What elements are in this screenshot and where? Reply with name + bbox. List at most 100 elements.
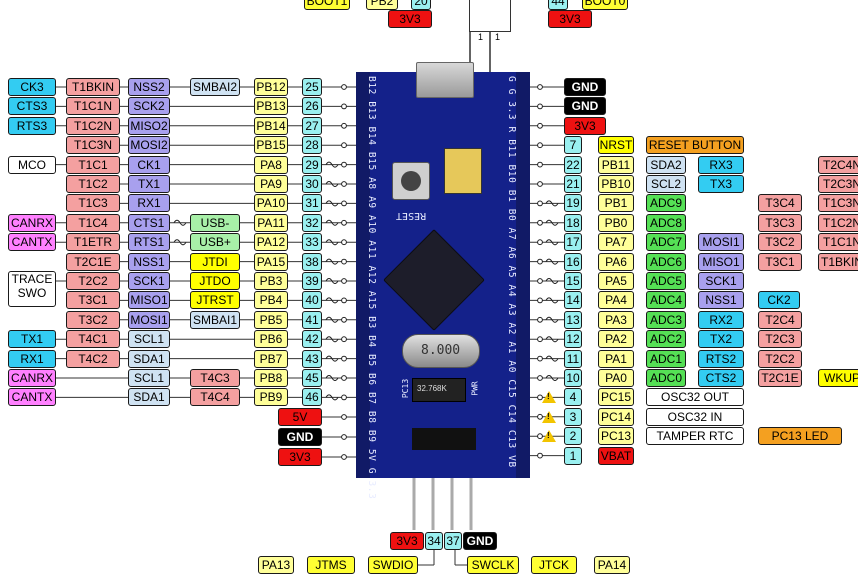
left-row-5-col-4: PA9 (254, 175, 288, 193)
right-row-4-col-2: SDA2 (646, 155, 686, 174)
right-row-11-col-3: NSS1 (698, 291, 744, 310)
swdio-label: SWDIO (368, 556, 418, 574)
warning-mark: ! (547, 411, 550, 421)
right-row-6-col-2: ADC9 (646, 194, 686, 213)
left-row-2-col-4: PB14 (254, 116, 288, 135)
swclk-label: SWCLK (467, 556, 519, 574)
left-row-0-dot (341, 84, 347, 90)
mcu-chip (383, 229, 485, 331)
left-row-13-col-4: PB6 (254, 330, 288, 349)
right-row-10-dot (537, 278, 543, 284)
left-row-14-col-4: PB7 (254, 349, 288, 368)
left-row-15-ft-squiggle (325, 375, 339, 381)
right-row-3-col-2: RESET BUTTON (646, 136, 744, 155)
left-row-13-col-5: 42 (302, 330, 322, 349)
left-row-11-col-5: 40 (302, 291, 322, 310)
left-row-10-col-2: SCK1 (128, 272, 170, 290)
right-row-18-col-1: PC13 (598, 427, 634, 446)
right-row-15-dot (537, 375, 543, 381)
left-row-8-col-4: PA12 (254, 233, 288, 252)
left-row-8-col-1: T1ETR (66, 233, 120, 252)
left-row-13-dot (341, 336, 347, 343)
left-row-10-col-0: TRACE SWO (8, 271, 56, 307)
left-row-3-col-2: MOSI2 (128, 136, 170, 155)
warning-icon: ! (542, 430, 556, 443)
right-row-5-col-2: SCL2 (646, 175, 686, 193)
left-row-9-col-4: PA15 (254, 252, 288, 271)
right-row-7-col-6: T1C2N (818, 213, 858, 232)
right-row-17-col-2: OSC32 IN (646, 407, 744, 426)
left-row-4-col-1: T1C1 (66, 155, 120, 174)
right-row-4-dot (537, 161, 543, 168)
left-power-gnd-1: GND (278, 428, 322, 446)
left-row-7-col-4: PA11 (254, 213, 288, 232)
top-right-3v3: 3V3 (548, 10, 592, 28)
right-row-12-ft-squiggle (545, 316, 559, 323)
right-row-18-col-2: TAMPER RTC (646, 427, 744, 446)
left-row-14-col-1: T4C2 (66, 349, 120, 368)
right-row-11-ft-squiggle (545, 297, 559, 304)
left-row-16-col-5: 46 (302, 388, 322, 407)
right-row-9-col-0: 16 (564, 252, 582, 271)
right-row-13-ft-squiggle (545, 336, 559, 343)
left-row-7-col-1: T1C4 (66, 213, 120, 232)
left-row-3-col-5: 28 (302, 136, 322, 155)
right-row-7-col-5: T3C3 (758, 213, 802, 232)
left-row-4-col-4: PA8 (254, 155, 288, 174)
boot-jumper-switch[interactable] (444, 148, 482, 194)
right-row-7-col-1: PB0 (598, 213, 634, 232)
left-row-14-dot (341, 355, 347, 362)
right-row-8-col-3: MOSI1 (698, 233, 744, 252)
right-row-5-col-0: 21 (564, 175, 582, 193)
reset-button[interactable] (392, 162, 430, 200)
right-row-13-col-2: ADC2 (646, 330, 686, 349)
left-row-5-col-5: 30 (302, 175, 322, 193)
left-row-14-col-2: SDA1 (128, 349, 170, 368)
right-row-8-col-0: 17 (564, 233, 582, 252)
right-row-16-col-1: PC15 (598, 388, 634, 407)
warning-icon: ! (542, 410, 556, 423)
left-row-4-col-5: 29 (302, 155, 322, 174)
left-row-4-ft-squiggle (325, 161, 339, 168)
right-row-12-col-2: ADC3 (646, 310, 686, 329)
right-row-3-col-1: NRST (598, 136, 634, 155)
right-row-6-col-1: PB1 (598, 194, 634, 213)
right-row-3-col-0: 7 (564, 136, 582, 155)
pwr-silk-label: PWR (470, 381, 480, 396)
right-row-7-col-0: 18 (564, 213, 582, 232)
right-row-6-col-5: T3C4 (758, 194, 802, 213)
left-row-0-col-3: SMBAI2 (190, 78, 240, 96)
reset-button-cap (401, 171, 421, 191)
right-row-9-col-6: T1BKIN (818, 252, 858, 271)
left-row-2-col-0: RTS3 (8, 116, 56, 135)
right-row-19-dot (537, 452, 543, 459)
right-row-6-ft-squiggle (545, 200, 559, 207)
left-row-6-dot (341, 200, 347, 207)
rtc-crystal: 32.768K (412, 378, 466, 402)
crystal-oscillator: 8.000 (402, 334, 480, 368)
left-row-4-dot (341, 161, 347, 168)
left-row-5-col-1: T1C2 (66, 175, 120, 193)
left-row-5-col-2: TX1 (128, 175, 170, 193)
left-row-12-ft-squiggle (325, 316, 339, 323)
right-row-8-col-2: ADC7 (646, 233, 686, 252)
pb2-label: PB2 (366, 0, 398, 10)
left-row-6-col-5: 31 (302, 194, 322, 213)
right-pin-strip (516, 72, 530, 478)
right-row-17-col-1: PC14 (598, 407, 634, 426)
right-row-6-dot (537, 200, 543, 207)
left-row-12-dot (341, 316, 347, 323)
left-row-1-dot (341, 103, 347, 110)
right-row-10-col-3: SCK1 (698, 272, 744, 290)
right-row-14-ft-squiggle (545, 355, 559, 362)
right-row-2-dot (537, 122, 543, 129)
right-row-4-col-3: RX3 (698, 155, 744, 174)
right-row-11-col-0: 14 (564, 291, 582, 310)
left-row-1-col-5: 26 (302, 97, 322, 116)
left-row-13-col-1: T4C1 (66, 330, 120, 349)
boot-jumper-block (469, 0, 511, 32)
right-row-7-col-2: ADC8 (646, 213, 686, 232)
right-row-13-col-5: T2C3 (758, 330, 802, 349)
left-row-8-col-0: CANTX (8, 233, 56, 252)
left-row-10-col-1: T2C2 (66, 272, 120, 290)
